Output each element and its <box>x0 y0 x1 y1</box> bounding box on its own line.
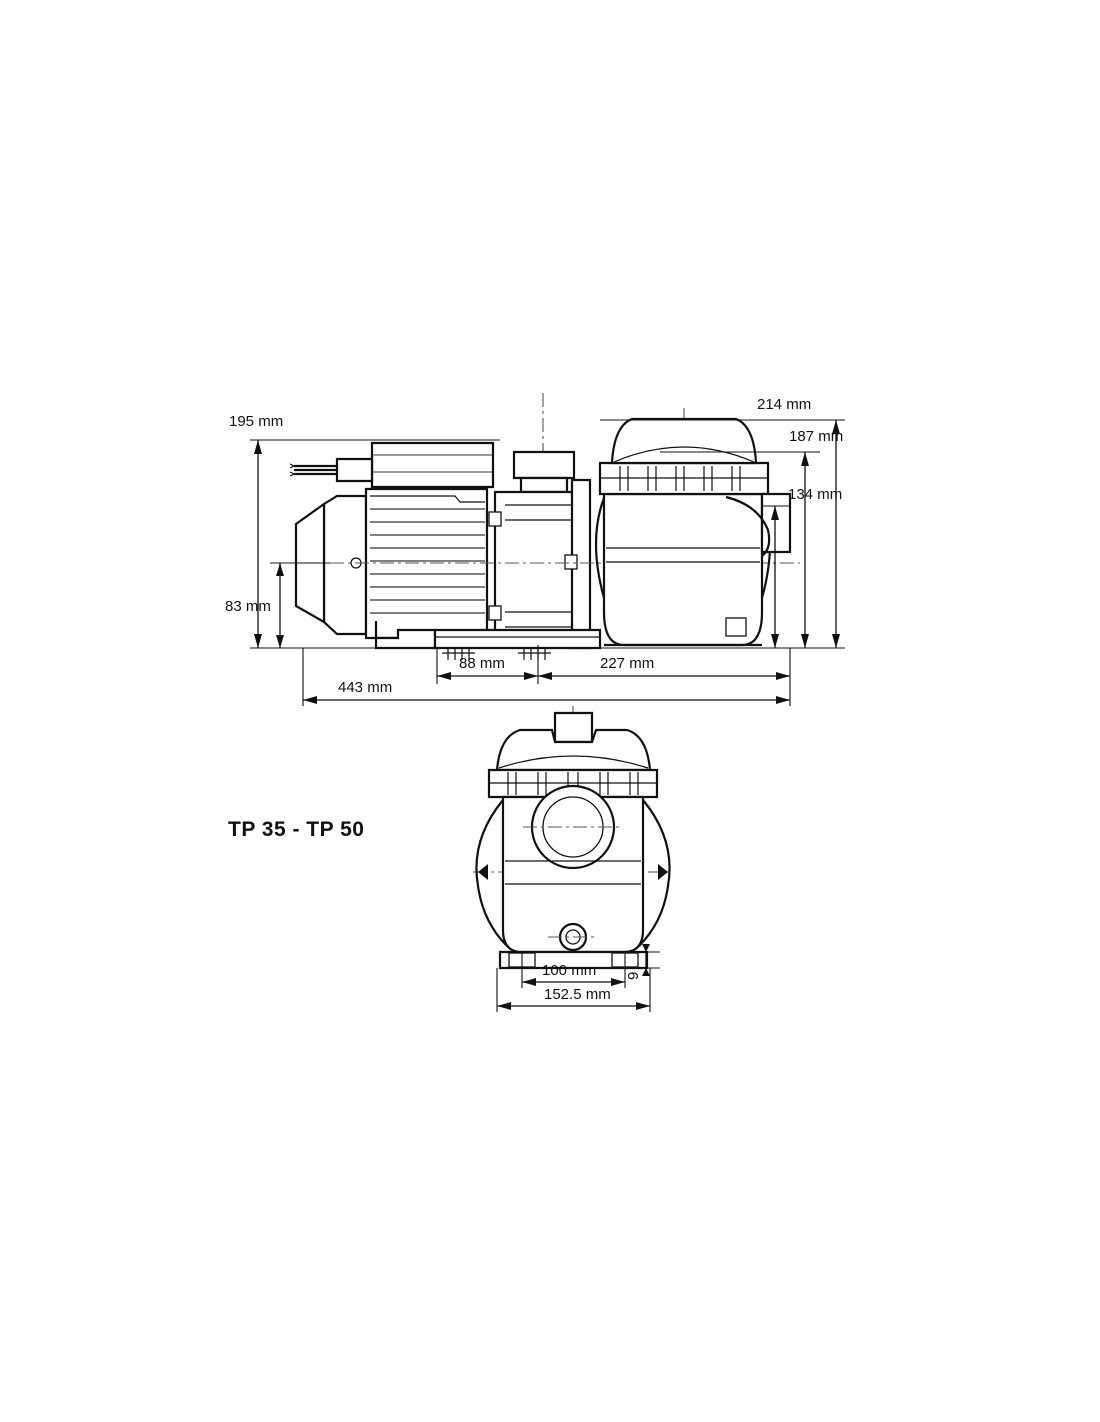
suction-port <box>760 492 792 554</box>
front-strainer-lid <box>495 728 652 772</box>
cable-gland <box>335 457 374 483</box>
strainer-left-profile <box>594 497 606 599</box>
side-view-dimensions: 195 mm 83 mm 214 mm 187 mm <box>225 396 845 706</box>
dimension-label-443mm: 443 mm <box>338 679 392 696</box>
dimension-label-1525mm: 152.5 mm <box>544 986 611 1003</box>
dimension-label-187mm: 187 mm <box>789 428 843 445</box>
dimension-187mm: 187 mm <box>660 428 843 648</box>
suction-transition <box>725 495 771 557</box>
base-fixings <box>442 648 551 660</box>
dimension-88mm: 88 mm <box>436 645 539 684</box>
terminal-box <box>370 441 495 489</box>
dimension-label-100mm: 100 mm <box>542 962 596 979</box>
front-lid-dome-line <box>498 755 649 769</box>
dimension-label-214mm: 214 mm <box>757 396 811 413</box>
pump-side-view <box>280 393 800 660</box>
volute-boss-mid <box>564 554 578 570</box>
pump-base-rail <box>433 628 602 650</box>
dimension-label-9mm: 9 <box>625 972 642 980</box>
front-right-lug <box>658 864 668 880</box>
dimension-1525mm: 152.5 mm <box>496 968 651 1012</box>
dimension-227mm: 227 mm <box>538 648 791 684</box>
volute-boss-top <box>488 511 502 527</box>
cable-end <box>289 463 296 477</box>
motor-assembly <box>289 441 495 650</box>
dimension-label-83mm: 83 mm <box>225 598 271 615</box>
lid-dome-line <box>613 446 755 463</box>
discharge-neck <box>519 476 569 494</box>
dimension-label-195mm: 195 mm <box>229 413 283 430</box>
front-left-bulge <box>475 799 508 947</box>
page-title: TP 35 - TP 50 <box>228 818 364 841</box>
dimension-134mm: 134 mm <box>762 486 842 648</box>
motor-cooling-fins <box>370 508 485 614</box>
dimension-195mm: 195 mm <box>229 413 500 649</box>
front-view-dimensions: 100 mm 152.5 mm 9 <box>496 944 660 1012</box>
dimension-214mm: 214 mm <box>600 396 845 649</box>
pump-volute-body <box>280 450 800 660</box>
dimension-label-134mm: 134 mm <box>788 486 842 503</box>
dimension-9mm: 9 <box>625 944 660 980</box>
discharge-spout <box>512 450 576 480</box>
cable-leads <box>294 464 337 476</box>
dimension-83mm: 83 mm <box>225 562 330 648</box>
dimension-label-88mm: 88 mm <box>459 655 505 672</box>
front-left-lug <box>478 864 488 880</box>
motor-shoulder-line <box>370 495 485 503</box>
pump-front-view <box>473 706 673 970</box>
dimension-label-227mm: 227 mm <box>600 655 654 672</box>
dimension-100mm: 100 mm <box>521 952 626 988</box>
volute-ribs <box>505 504 578 628</box>
strainer-drain-plug <box>725 617 747 637</box>
strainer-lid <box>610 417 758 465</box>
front-discharge-spout <box>553 711 594 744</box>
dimension-443mm: 443 mm <box>302 648 791 706</box>
front-right-bulge <box>638 799 671 947</box>
volute-boss-bottom <box>488 605 502 621</box>
